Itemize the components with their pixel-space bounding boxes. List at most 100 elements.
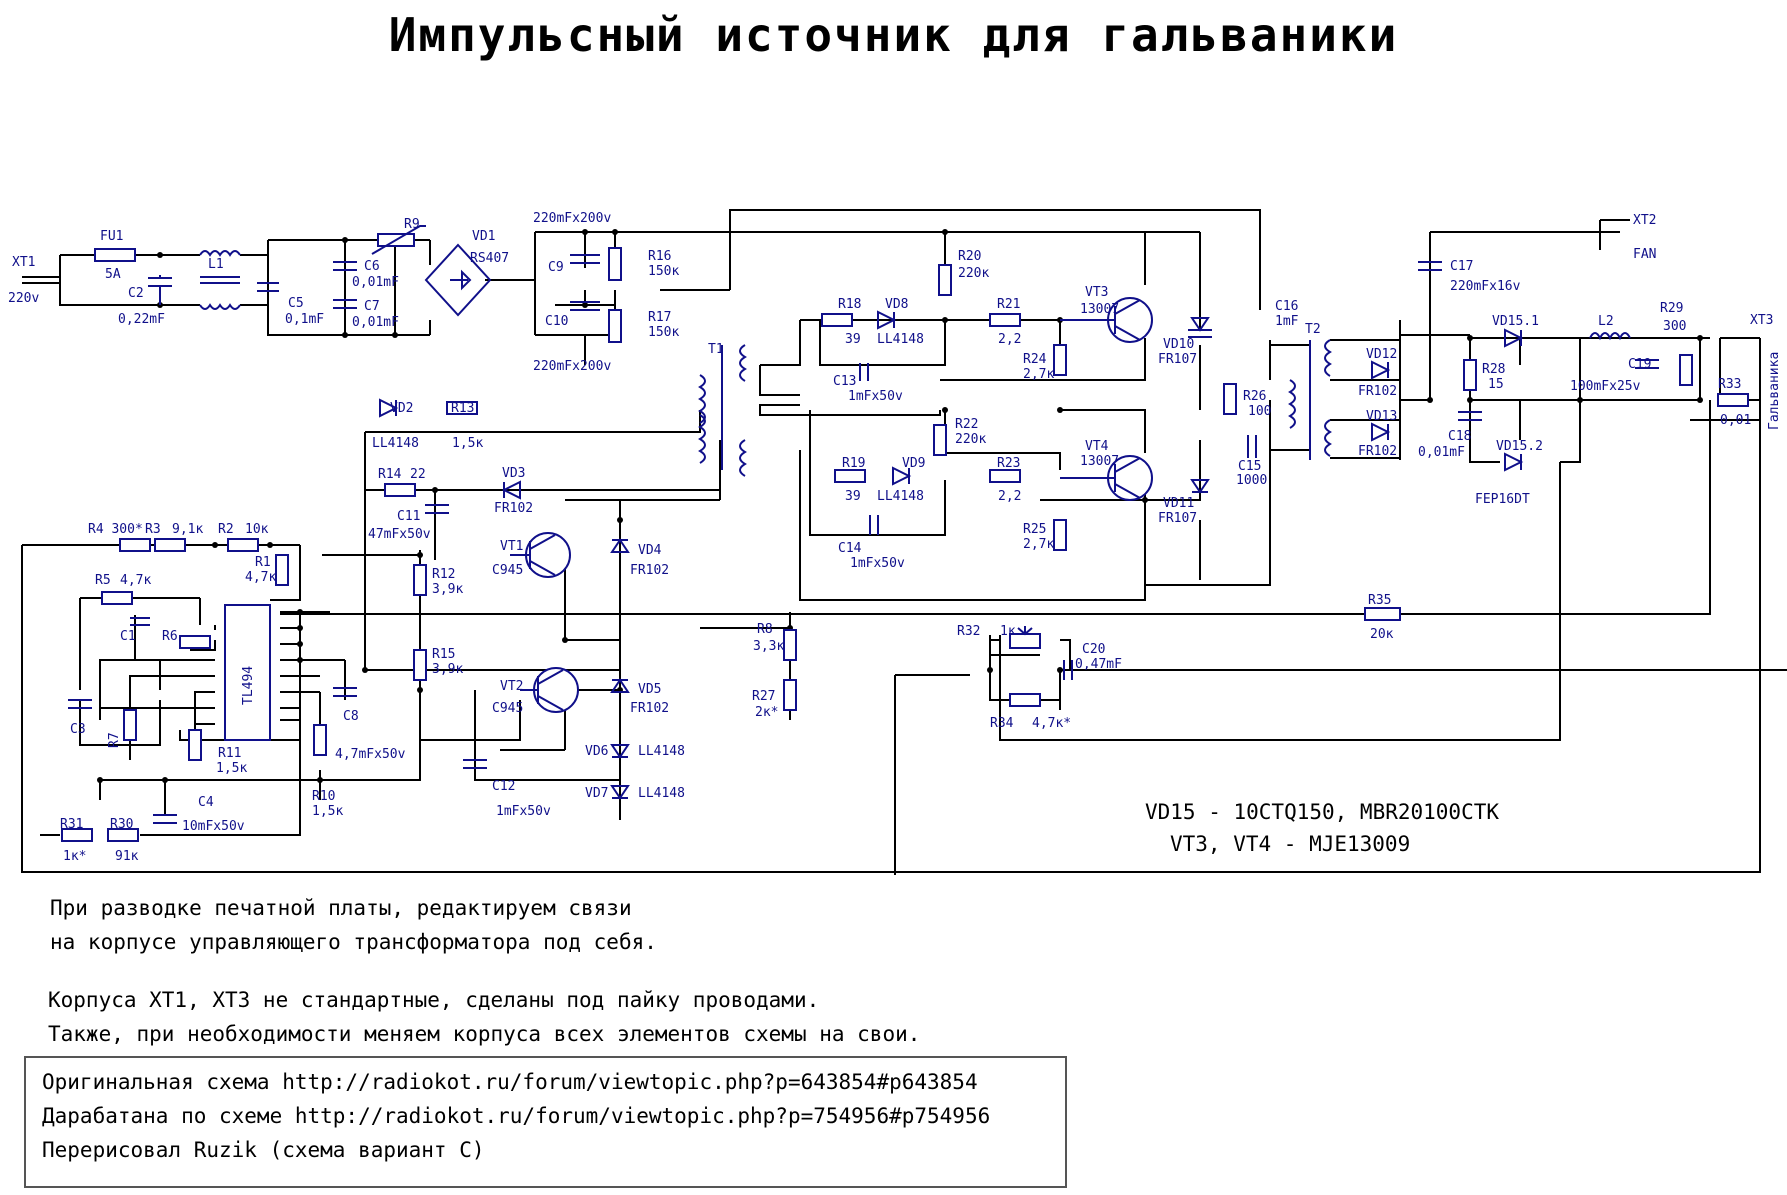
lbl-c9: C9 xyxy=(548,260,564,275)
lbl-fep: FEP16DT xyxy=(1475,492,1530,507)
lbl-c18: C18 xyxy=(1448,429,1471,444)
lbl-fan: FAN xyxy=(1633,247,1656,262)
reference-original: Оригинальная схема http://radiokot.ru/fo… xyxy=(42,1070,978,1094)
junctions xyxy=(97,229,1703,783)
lbl-r16v: 150к xyxy=(648,264,679,279)
resistor-r4 xyxy=(119,538,151,552)
reference-modified: Дарабатана по схеме http://radiokot.ru/f… xyxy=(42,1104,991,1128)
lbl-r30: R30 xyxy=(110,817,133,832)
lbl-vd1: VD1 xyxy=(472,229,495,244)
lbl-r2v: 10к xyxy=(245,522,269,537)
lbl-c20v: 0,47mF xyxy=(1075,657,1122,672)
note-line-2: на корпусе управляющего трансформатора п… xyxy=(50,930,657,954)
lbl-vt2v: C945 xyxy=(492,701,523,716)
lbl-t1: T1 xyxy=(708,342,724,357)
lbl-r34: R34 xyxy=(990,716,1014,731)
resistor-r7 xyxy=(123,709,137,741)
lbl-vd11: VD11 xyxy=(1163,496,1194,511)
lbl-r24: R24 xyxy=(1023,352,1047,367)
resistor-r10 xyxy=(313,724,327,756)
lbl-c12: C12 xyxy=(492,779,515,794)
diagram-title: Импульсный источник для гальваники xyxy=(388,8,1399,62)
lbl-vd4: VD4 xyxy=(638,543,662,558)
lbl-c4: C4 xyxy=(198,795,214,810)
lbl-r1v: 4,7к xyxy=(245,570,276,585)
lbl-xt1: XT1 xyxy=(12,255,35,270)
capacitor-c11 xyxy=(425,504,449,514)
lbl-vd8v: LL4148 xyxy=(877,332,924,347)
lbl-c13: C13 xyxy=(833,374,856,389)
diode-vd13 xyxy=(1371,422,1391,442)
lbl-t2: T2 xyxy=(1305,322,1321,337)
lbl-c10: C10 xyxy=(545,314,568,329)
lbl-c17v: 220mFx16v xyxy=(1450,279,1521,294)
parts-note-vd15: VD15 - 10CTQ150, MBR20100CTK xyxy=(1145,800,1500,824)
lbl-r21v: 2,2 xyxy=(998,332,1021,347)
ic-tl494 xyxy=(224,604,271,741)
lbl-c12v: 1mFx50v xyxy=(496,804,551,819)
lbl-vt4: VT4 xyxy=(1085,439,1109,454)
lbl-r34v: 4,7к* xyxy=(1032,716,1071,731)
lbl-c16: C16 xyxy=(1275,299,1298,314)
lbl-vd11v: FR107 xyxy=(1158,511,1197,526)
resistor-r5 xyxy=(101,591,133,605)
lbl-c19: C19 xyxy=(1628,357,1651,372)
lbl-r13: R13 xyxy=(451,401,474,416)
lbl-vt1v: C945 xyxy=(492,563,523,578)
inductor-l2 xyxy=(1589,332,1631,341)
components xyxy=(61,225,1749,842)
lbl-r10: R10 xyxy=(312,789,335,804)
lbl-r30v: 91к xyxy=(115,849,139,864)
choke-l1 xyxy=(199,250,241,310)
lbl-vt2: VT2 xyxy=(500,679,523,694)
lbl-c10v: 220mFx200v xyxy=(533,359,611,374)
lbl-xt3: XT3 xyxy=(1750,313,1773,328)
wires xyxy=(21,209,1787,875)
lbl-r27: R27 xyxy=(752,689,775,704)
lbl-r12: R12 xyxy=(432,567,455,582)
lbl-r6: R6 xyxy=(162,629,178,644)
lbl-r19v: 39 xyxy=(845,489,861,504)
resistor-r30 xyxy=(107,828,139,842)
capacitor-c12 xyxy=(463,759,487,769)
lbl-r33: R33 xyxy=(1718,377,1741,392)
lbl-r11: R11 xyxy=(218,746,241,761)
lbl-c3: C3 xyxy=(70,722,86,737)
fuse-fu1 xyxy=(94,248,136,262)
lbl-r28: R28 xyxy=(1482,362,1505,377)
lbl-r8v: 3,3к xyxy=(753,639,784,654)
lbl-vd152: VD15.2 xyxy=(1496,439,1543,454)
lbl-r16: R16 xyxy=(648,249,671,264)
lbl-r20: R20 xyxy=(958,249,981,264)
resistor-r8 xyxy=(783,629,797,661)
lbl-r18v: 39 xyxy=(845,332,861,347)
lbl-vd5: VD5 xyxy=(638,682,661,697)
lbl-vd6: VD6 xyxy=(585,744,608,759)
diode-vd9 xyxy=(892,466,912,486)
note-line-1: При разводке печатной платы, редактируем… xyxy=(50,896,632,920)
lbl-r15: R15 xyxy=(432,647,455,662)
resistor-r13 xyxy=(446,401,478,415)
lbl-r8: R8 xyxy=(757,622,773,637)
capacitor-c5 xyxy=(257,282,279,292)
reference-author: Перерисовал Ruzik (схема вариант С) xyxy=(42,1138,485,1162)
lbl-c13v: 1mFx50v xyxy=(848,389,903,404)
lbl-r25: R25 xyxy=(1023,522,1046,537)
lbl-c17: C17 xyxy=(1450,259,1473,274)
resistor-r17 xyxy=(608,309,622,343)
resistor-r6 xyxy=(179,635,211,649)
capacitor-c6-c7 xyxy=(333,261,357,309)
lbl-vt4v: 13007 xyxy=(1080,454,1119,469)
resistor-r26 xyxy=(1223,383,1237,415)
capacitor-c8 xyxy=(333,687,357,697)
diode-vd15-2 xyxy=(1504,452,1524,472)
resistor-r25 xyxy=(1053,519,1067,551)
lbl-r22v: 220к xyxy=(955,432,986,447)
capacitor-c19 xyxy=(1635,359,1659,369)
lbl-vd13v: FR102 xyxy=(1358,444,1397,459)
lbl-r17v: 150к xyxy=(648,325,679,340)
lbl-vd9: VD9 xyxy=(902,456,925,471)
lbl-c15: C15 xyxy=(1238,459,1261,474)
diode-vd7 xyxy=(610,785,630,800)
lbl-vd10v: FR107 xyxy=(1158,352,1197,367)
